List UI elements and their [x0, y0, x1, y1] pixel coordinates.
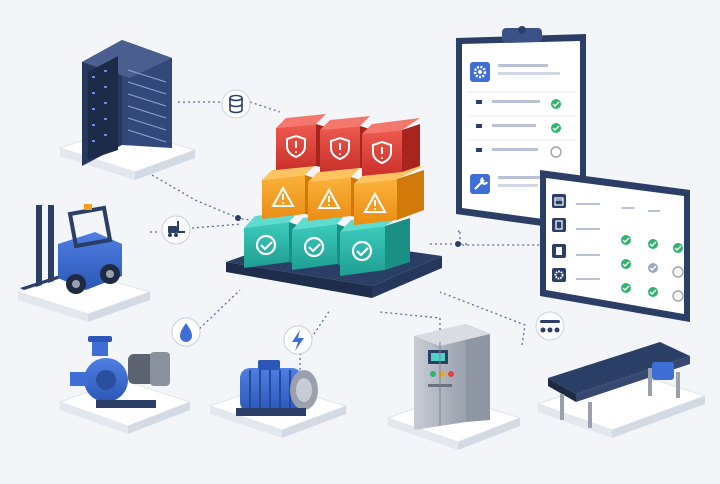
wrench-icon [474, 177, 488, 190]
centrifugal-pump-asset [58, 336, 192, 434]
forklift-icon [168, 221, 185, 237]
warning-triangle-icon [317, 187, 341, 209]
pending-circle-icon [672, 266, 684, 278]
conveyor-bubble [535, 311, 565, 341]
water-bubble [171, 317, 201, 347]
checklist-row [476, 99, 561, 109]
forklift-bubble [161, 215, 191, 245]
check-circle-icon [621, 235, 631, 245]
check-circle-icon [648, 239, 658, 249]
critical-tier [276, 114, 420, 176]
check-circle-icon [648, 287, 658, 297]
dashboard-row [552, 268, 684, 302]
forklift-asset [16, 204, 152, 322]
connector-node [235, 215, 241, 221]
partial-check-icon [648, 263, 658, 273]
check-circle-icon [303, 236, 325, 258]
connector-lines [150, 101, 540, 395]
calendar-icon [554, 197, 564, 206]
checklist-row [476, 123, 561, 133]
gear-icon [554, 270, 564, 280]
status-dashboard [540, 170, 690, 322]
water-drop-icon [180, 323, 192, 342]
check-circle-icon [621, 283, 631, 293]
electric-motor-asset [208, 360, 348, 438]
bullet-icon [476, 148, 482, 152]
shield-alert-icon [330, 136, 350, 161]
database-bubble [221, 89, 251, 119]
dashboard-row [552, 244, 684, 278]
warning-block [308, 168, 360, 221]
pending-circle-icon [550, 146, 562, 158]
pending-circle-icon [672, 290, 684, 302]
critical-block [276, 114, 326, 170]
lightning-icon [292, 330, 304, 351]
power-bubble [283, 325, 313, 355]
warning-tier [262, 166, 424, 225]
check-circle-icon [673, 243, 683, 253]
check-circle-icon [551, 99, 561, 109]
check-circle-icon [255, 234, 277, 256]
check-circle-icon [621, 259, 631, 269]
shield-alert-icon [286, 134, 306, 159]
control-cabinet-asset [386, 324, 522, 450]
checklist-row [470, 62, 560, 82]
gear-icon [473, 65, 487, 79]
connector-node [455, 241, 461, 247]
check-circle-icon [351, 240, 373, 262]
bullet-icon [476, 124, 482, 128]
warning-triangle-icon [363, 191, 387, 213]
document-icon [556, 247, 562, 255]
checklist-row [476, 146, 562, 158]
critical-block [362, 118, 420, 176]
clipboard-clip [502, 28, 542, 42]
warning-triangle-icon [271, 185, 295, 207]
conveyor-belt-asset [536, 342, 707, 438]
bullet-icon [476, 100, 482, 104]
server-rack-asset [58, 40, 197, 180]
ok-block [292, 212, 348, 270]
checklist-row [470, 174, 546, 194]
check-circle-icon [551, 123, 561, 133]
database-icon [229, 94, 243, 114]
risk-stack [226, 114, 442, 298]
dashboard-row [552, 194, 660, 212]
shield-alert-icon [372, 140, 392, 165]
dashboard-row [552, 218, 683, 253]
warning-block [262, 166, 314, 219]
clipboard-icon [555, 220, 563, 230]
conveyor-icon [540, 320, 560, 333]
ok-block [244, 210, 300, 268]
